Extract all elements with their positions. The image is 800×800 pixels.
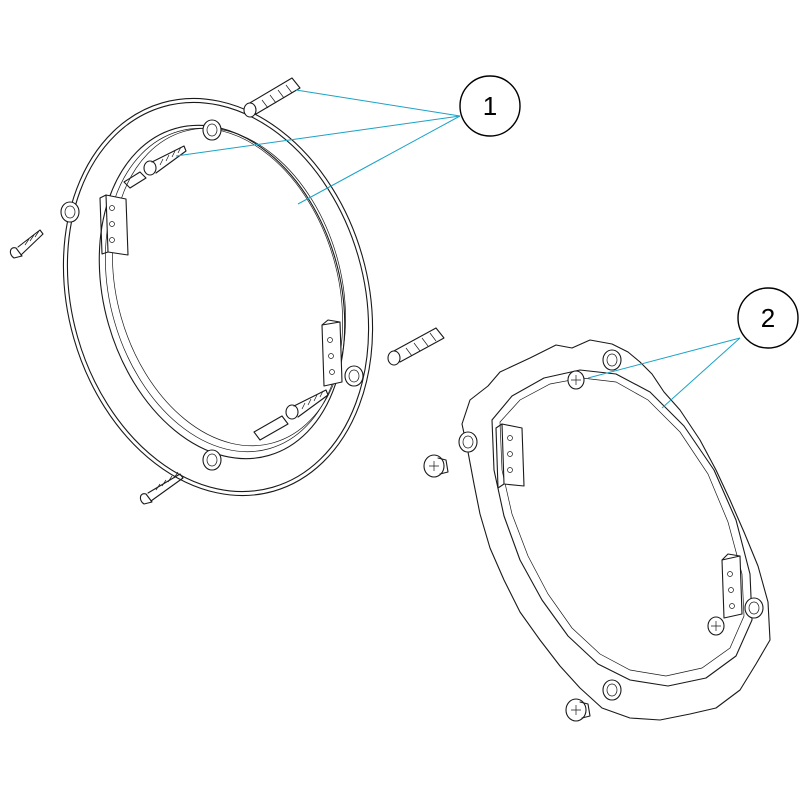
screw-left [9, 229, 44, 259]
plate-2-screw-top [567, 370, 585, 390]
ring-1-holes [60, 119, 364, 471]
screw-top-inner [123, 145, 187, 189]
ring-1-inner-wall [105, 127, 343, 453]
leader-line [295, 89, 461, 117]
ring-1-bracket-left [99, 194, 129, 256]
hole-icon [458, 431, 478, 453]
screw-bottom-inner [253, 389, 329, 441]
mounting-ring-part-1 [60, 97, 374, 497]
callout-circle [737, 287, 799, 349]
plate-2-bracket-left [495, 423, 525, 489]
leader-line [297, 115, 461, 205]
callout-number: 2 [761, 303, 775, 333]
hole-icon [60, 201, 80, 223]
callout-number: 1 [483, 91, 497, 121]
hole-icon [202, 119, 222, 141]
hole-icon [602, 679, 622, 701]
leader-line [175, 115, 461, 157]
adapter-plate-part-2 [458, 339, 771, 721]
ring-1-inner-lip [98, 124, 346, 460]
leader-line [587, 337, 741, 379]
plate-2-holes [458, 349, 764, 701]
ring-1-bracket-right [321, 319, 343, 387]
hole-icon [602, 349, 622, 371]
ring-1-outer-edge [62, 97, 374, 497]
plate-2-outer-edge [461, 339, 771, 721]
callout-1: 1 [459, 75, 521, 137]
plate-2-bracket-right [721, 553, 743, 619]
hole-icon [344, 365, 364, 387]
callout-circle [459, 75, 521, 137]
ring-1-inner-back [112, 127, 346, 447]
leader-line [661, 337, 741, 409]
plate-2-screw-bottom [707, 616, 725, 636]
callout-2: 2 [737, 287, 799, 349]
hole-icon [744, 597, 764, 619]
screw-bottom [139, 471, 184, 505]
plate-2-loose-screw-left [423, 454, 449, 478]
wall-anchor-right [387, 327, 445, 366]
hole-icon [202, 449, 222, 471]
ring-1-outer-chamfer [66, 101, 370, 493]
leader-lines-2 [587, 337, 741, 409]
plate-2-loose-screw-bottom [565, 698, 591, 722]
leader-lines-1 [175, 89, 461, 205]
wall-anchor-top [243, 77, 301, 118]
plate-2-inner-lip [491, 369, 753, 687]
